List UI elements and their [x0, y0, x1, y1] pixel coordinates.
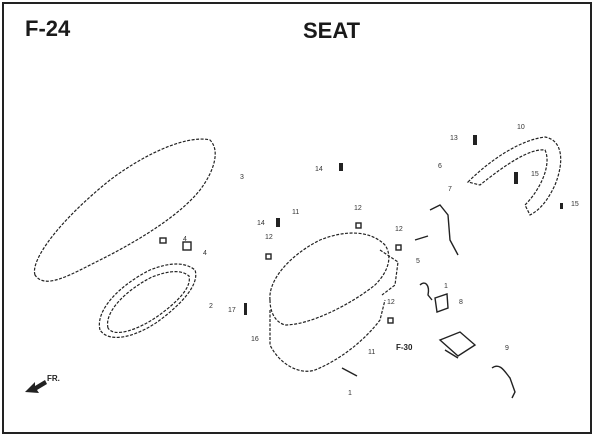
- pin: [341, 367, 358, 377]
- part-label: 5: [416, 258, 420, 265]
- seat-latch: [429, 204, 459, 256]
- part-label: 11: [292, 209, 299, 216]
- luggage-box: [269, 232, 390, 326]
- damper: [182, 241, 192, 251]
- bolt: [244, 303, 247, 315]
- part-label: 15: [531, 171, 539, 178]
- part-label: 2: [209, 303, 213, 310]
- nut: [355, 222, 362, 229]
- part-label: 4: [183, 236, 187, 243]
- part-label: 1: [348, 390, 352, 397]
- bolt: [560, 203, 563, 209]
- part-label: 12: [387, 299, 395, 306]
- latch-plate: [434, 293, 449, 313]
- seat-gasket-inner: [107, 271, 190, 333]
- diagram-title: SEAT: [303, 18, 361, 43]
- luggage-box-hinge: [379, 249, 399, 296]
- screw: [414, 235, 429, 241]
- seat-lock: [438, 331, 477, 359]
- nut: [265, 253, 272, 260]
- front-arrow-icon: [25, 380, 47, 393]
- reference-label: F-30: [396, 343, 413, 352]
- damper: [159, 237, 167, 244]
- part-label: 4: [203, 250, 207, 257]
- part-label: 10: [517, 124, 525, 131]
- bolt: [339, 163, 343, 171]
- bolt: [514, 172, 518, 184]
- lock-cable-bracket: [419, 282, 433, 301]
- part-label: 11: [368, 349, 375, 356]
- part-label: 3: [240, 174, 244, 181]
- nut: [387, 317, 394, 324]
- bolt: [473, 135, 477, 145]
- front-marker: FR.: [47, 374, 60, 383]
- part-label: 12: [395, 226, 403, 233]
- nut: [395, 244, 402, 251]
- lock-assembly: [491, 365, 516, 399]
- grab-rail: [466, 136, 562, 216]
- part-label: 15: [571, 201, 579, 208]
- bolt: [276, 218, 280, 227]
- part-label: 7: [448, 186, 452, 193]
- diagram-frame: [2, 2, 592, 434]
- part-label: 17: [228, 307, 236, 314]
- seat-gasket: [98, 263, 197, 339]
- part-label: 6: [438, 163, 442, 170]
- part-label: 9: [505, 345, 509, 352]
- part-label: 14: [315, 166, 323, 173]
- part-label: 14: [257, 220, 265, 227]
- luggage-box-lower: [269, 299, 386, 372]
- part-label: 1: [444, 283, 448, 290]
- part-label: 12: [265, 234, 273, 241]
- part-label: 16: [251, 336, 259, 343]
- diagram-code: F-24: [25, 16, 71, 41]
- part-label: 12: [354, 205, 362, 212]
- part-label: 13: [450, 135, 458, 142]
- seat-cushion: [33, 138, 216, 282]
- part-label: 8: [459, 299, 463, 306]
